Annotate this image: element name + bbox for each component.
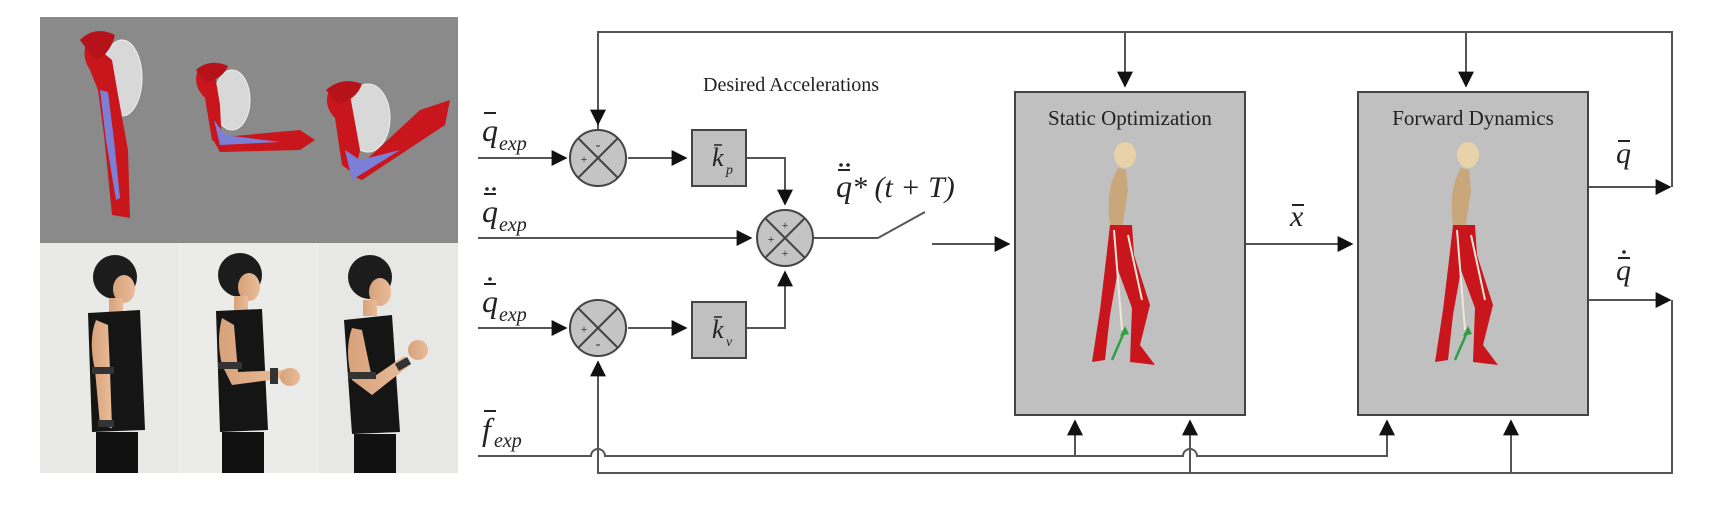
- svg-text:q: q: [482, 283, 498, 319]
- svg-text:x: x: [1289, 200, 1304, 233]
- walking-skeleton-model: [1435, 142, 1498, 365]
- svg-text:* (t + T): * (t + T): [852, 171, 955, 204]
- gain-kp-block: k p: [691, 129, 747, 187]
- label-q-exp: q exp: [482, 112, 527, 155]
- label-q-output: q: [1616, 137, 1631, 170]
- sign-plus: +: [782, 218, 789, 232]
- svg-text:q: q: [1616, 137, 1631, 170]
- svg-text:exp: exp: [494, 430, 522, 452]
- svg-text:q: q: [1616, 254, 1631, 287]
- walking-skeleton-model: [1092, 142, 1155, 365]
- label-predicted-acceleration: q * (t + T): [836, 163, 955, 204]
- arm-model-pose-90: [196, 62, 315, 152]
- gain-kv-block: k v: [691, 301, 747, 359]
- label-qddot-exp: q exp: [482, 187, 527, 236]
- svg-text:q: q: [836, 168, 852, 204]
- sign-plus: +: [768, 232, 775, 246]
- label-qdot-output: q: [1616, 250, 1631, 287]
- static-optimization-title: Static Optimization: [1048, 106, 1212, 130]
- svg-text:v: v: [726, 335, 733, 350]
- desired-accelerations-label: Desired Accelerations: [703, 74, 879, 96]
- sign-minus: -: [596, 337, 601, 352]
- svg-text:k: k: [712, 143, 724, 172]
- label-qdot-exp: q exp: [482, 277, 527, 326]
- sign-plus: +: [581, 152, 588, 166]
- svg-text:q: q: [482, 193, 498, 229]
- person-pose-90: [216, 253, 300, 473]
- svg-text:exp: exp: [499, 214, 527, 236]
- svg-text:k: k: [712, 315, 724, 344]
- sum-junction-position: - +: [569, 129, 627, 187]
- subject-photos: [40, 243, 458, 473]
- arm-model-pose-flexed: [326, 81, 450, 180]
- forward-dynamics-title: Forward Dynamics: [1392, 106, 1554, 130]
- sign-plus: +: [782, 246, 789, 260]
- switch-blade: [877, 211, 926, 239]
- label-f-exp: f exp: [482, 410, 522, 452]
- sum-junction-acceleration: + + +: [756, 209, 814, 267]
- svg-text:p: p: [725, 163, 733, 178]
- sum-junction-velocity: + -: [569, 299, 627, 357]
- bottom-feedback-line: [597, 300, 1673, 474]
- f-exp-wire: [478, 419, 1395, 457]
- arm-model-pose-extended: [80, 31, 143, 218]
- svg-text:exp: exp: [499, 133, 527, 155]
- forward-dynamics-block: Forward Dynamics: [1357, 91, 1589, 416]
- sign-plus: +: [581, 322, 588, 336]
- sign-minus: -: [596, 138, 601, 153]
- left-image-panel: [40, 17, 458, 473]
- person-pose-extended: [88, 255, 145, 473]
- label-x: x: [1289, 200, 1304, 233]
- signal-wires: [478, 31, 1673, 474]
- svg-text:exp: exp: [499, 304, 527, 326]
- static-optimization-block: Static Optimization: [1014, 91, 1246, 416]
- svg-text:q: q: [482, 112, 498, 148]
- person-pose-flexed: [344, 255, 428, 473]
